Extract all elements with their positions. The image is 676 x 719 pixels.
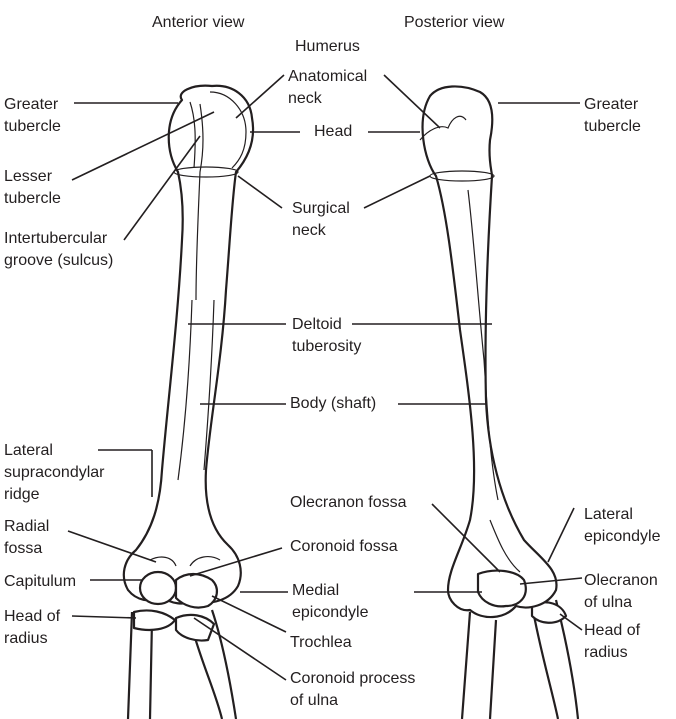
label-head-of-radius-posterior: Head of radius (584, 622, 641, 661)
label-greater-tubercle-anterior: Greater tubercle (4, 96, 61, 135)
label-lateral-supracondylar-ridge: Lateral supracondylar ridge (4, 442, 105, 503)
label-head: Head (314, 123, 353, 140)
label-surgical-neck: Surgical neck (292, 200, 350, 239)
label-coronoid-fossa: Coronoid fossa (290, 538, 398, 555)
label-deltoid-tuberosity: Deltoid tuberosity (292, 316, 362, 355)
label-head-of-radius-anterior: Head of radius (4, 608, 61, 647)
label-intertubercular-groove: Intertubercular groove (sulcus) (4, 230, 114, 269)
label-medial-epicondyle: Medial epicondyle (292, 582, 369, 621)
heading-anterior-view: Anterior view (152, 14, 245, 31)
label-olecranon-of-ulna: Olecranon of ulna (584, 572, 658, 611)
heading-posterior-view: Posterior view (404, 14, 505, 31)
label-body-shaft: Body (shaft) (290, 395, 377, 412)
label-lesser-tubercle: Lesser tubercle (4, 168, 61, 207)
label-olecranon-fossa: Olecranon fossa (290, 494, 407, 511)
anterior-humerus (122, 84, 255, 719)
label-lateral-epicondyle: Lateral epicondyle (584, 506, 661, 545)
diagram-title: Humerus (295, 38, 360, 55)
leader-lines (67, 74, 583, 681)
label-trochlea: Trochlea (290, 634, 352, 651)
label-capitulum: Capitulum (4, 573, 77, 590)
posterior-humerus (419, 85, 580, 719)
label-radial-fossa: Radial fossa (4, 518, 50, 557)
label-greater-tubercle-posterior: Greater tubercle (584, 96, 641, 135)
label-anatomical-neck: Anatomical neck (288, 68, 368, 107)
label-coronoid-process-of-ulna: Coronoid process of ulna (290, 670, 416, 709)
